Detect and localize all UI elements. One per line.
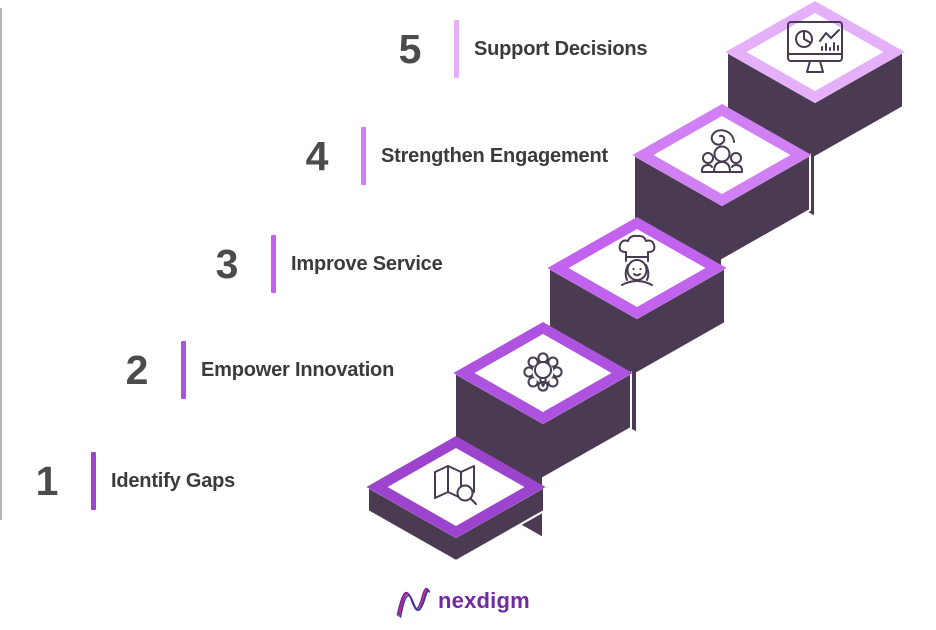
nexdigm-logo-icon: [396, 587, 430, 618]
step-number: 4: [305, 132, 329, 179]
step-accent-bar: [181, 341, 186, 399]
step-1-block: [366, 435, 546, 563]
step-accent-bar: [361, 127, 366, 185]
step-4-tile-frame: [632, 103, 812, 207]
step-5-tile-frame: [725, 0, 905, 104]
step-accent-bar: [91, 452, 96, 510]
chef-icon: [618, 234, 656, 286]
left-edge-line: [0, 8, 2, 520]
brand-name: nexdigm: [438, 588, 530, 613]
step-row-1: 1 Identify Gaps: [25, 451, 235, 511]
step-number: 3: [215, 240, 239, 287]
step-number: 5: [398, 25, 422, 72]
step-number: 2: [125, 346, 149, 393]
step-label: Strengthen Engagement: [381, 144, 608, 167]
brand-logo: nexdigm: [396, 583, 530, 619]
step-label: Improve Service: [291, 252, 443, 275]
step-row-5: 5 Support Decisions: [388, 19, 647, 79]
step-label: Support Decisions: [474, 37, 648, 60]
step-1-tile-frame: [366, 435, 546, 539]
step-5-block: [725, 0, 905, 219]
gear-lightbulb-icon: [523, 352, 563, 392]
step-accent-bar: [271, 235, 276, 293]
step-number: 1: [35, 457, 59, 504]
step-3-tile-frame: [547, 216, 727, 320]
step-accent-bar: [454, 20, 459, 78]
step-row-3: 3 Improve Service: [205, 234, 443, 294]
map-search-icon: [434, 465, 477, 505]
step-label: Empower Innovation: [201, 358, 395, 381]
step-label: Identify Gaps: [111, 469, 236, 492]
step-row-2: 2 Empower Innovation: [115, 340, 394, 400]
people-engagement-icon: [701, 129, 743, 173]
dashboard-monitor-icon: [787, 21, 843, 73]
step-row-4: 4 Strengthen Engagement: [295, 126, 608, 186]
